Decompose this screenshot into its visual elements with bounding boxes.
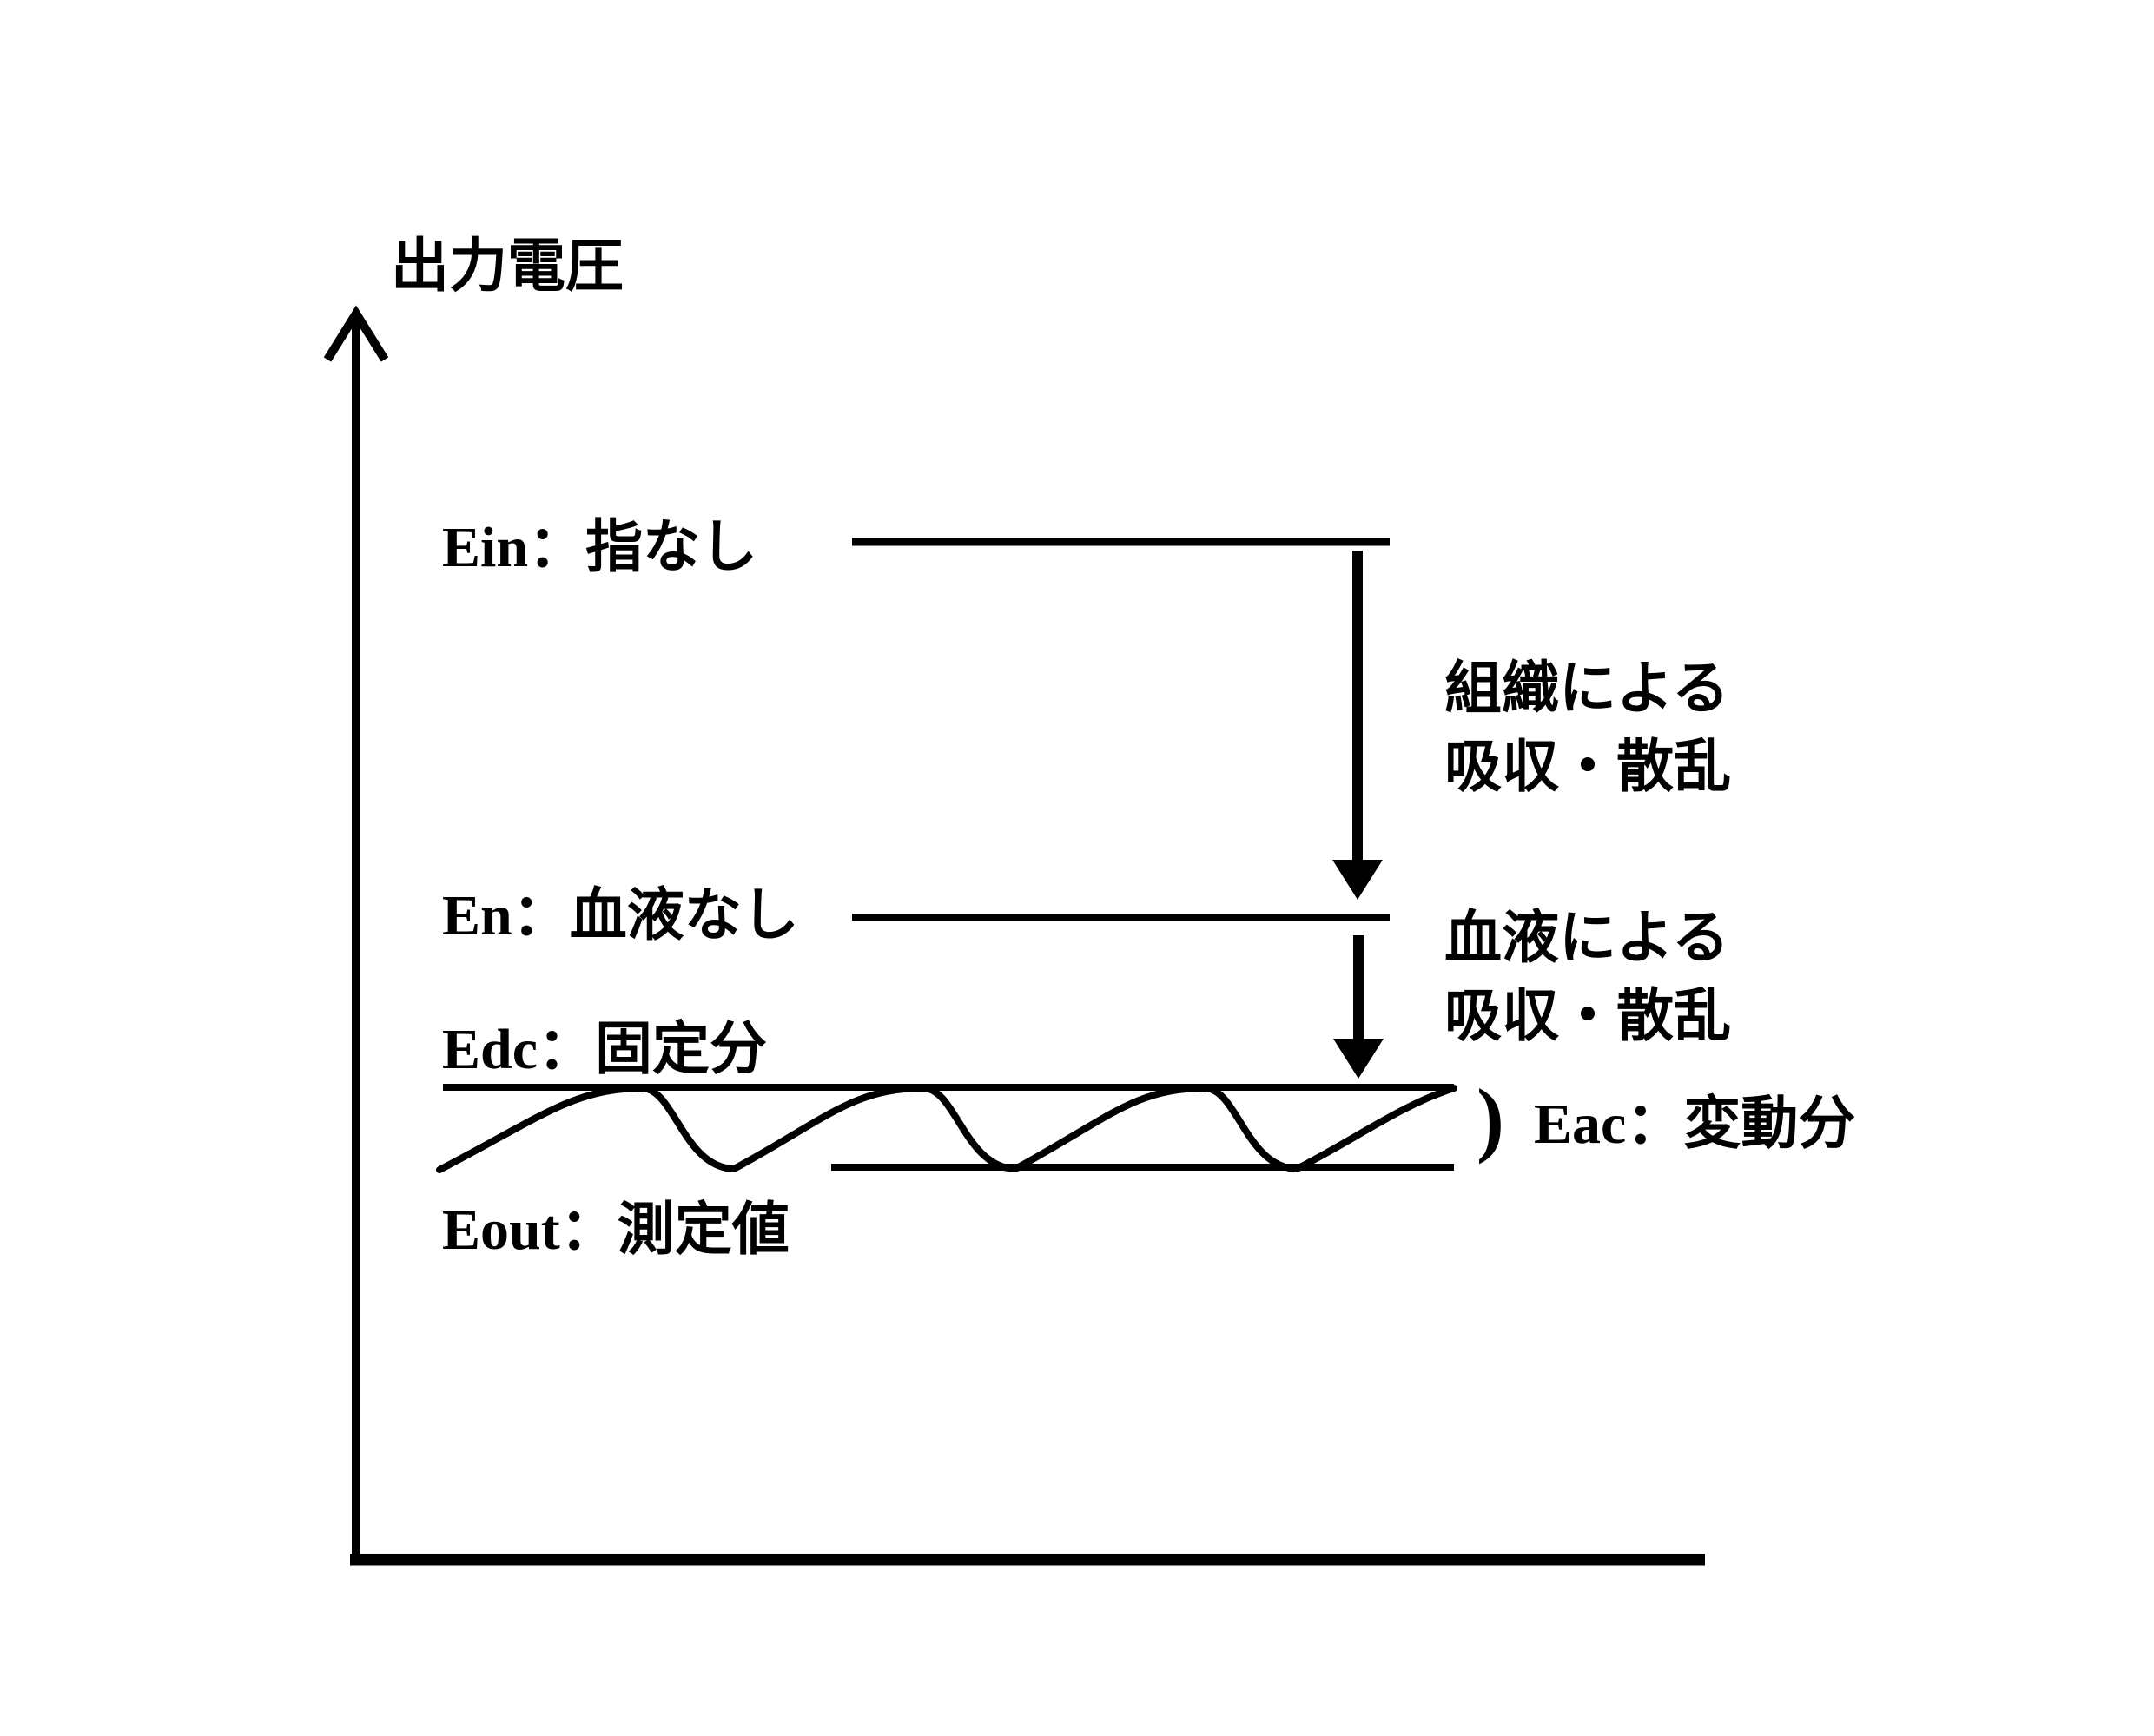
tissue-annotation-line2: 吸収・散乱 bbox=[1444, 736, 1731, 799]
blood-annotation-line1: 血液による bbox=[1444, 907, 1730, 970]
tissue-annotation-line1: 組織による bbox=[1444, 657, 1730, 721]
eac-level-label: Eac：変動分 bbox=[1534, 1092, 1856, 1156]
tissue-absorption-annotation: 組織による 吸収・散乱 bbox=[1444, 650, 1731, 807]
blood-absorption-arrow bbox=[1333, 935, 1384, 1079]
en-level-label: En：血液なし bbox=[442, 884, 799, 947]
eac-brace: ) bbox=[1477, 1072, 1504, 1165]
y-axis-arrowhead-icon bbox=[323, 305, 389, 362]
pulse-waveform bbox=[436, 1085, 1457, 1173]
ein-level-label: Ein：指なし bbox=[442, 516, 758, 579]
blood-annotation-line2: 吸収・散乱 bbox=[1444, 985, 1731, 1048]
eout-level-label: Eout：測定値 bbox=[442, 1198, 790, 1262]
tissue-absorption-arrow bbox=[1332, 551, 1383, 900]
tissue-arrow-head-icon bbox=[1332, 860, 1383, 900]
blood-arrow-head-icon bbox=[1333, 1039, 1384, 1079]
edc-level-label: Edc：固定分 bbox=[442, 1018, 768, 1081]
y-axis-title: 出力電圧 bbox=[391, 234, 624, 299]
blood-absorption-annotation: 血液による 吸収・散乱 bbox=[1444, 900, 1731, 1056]
